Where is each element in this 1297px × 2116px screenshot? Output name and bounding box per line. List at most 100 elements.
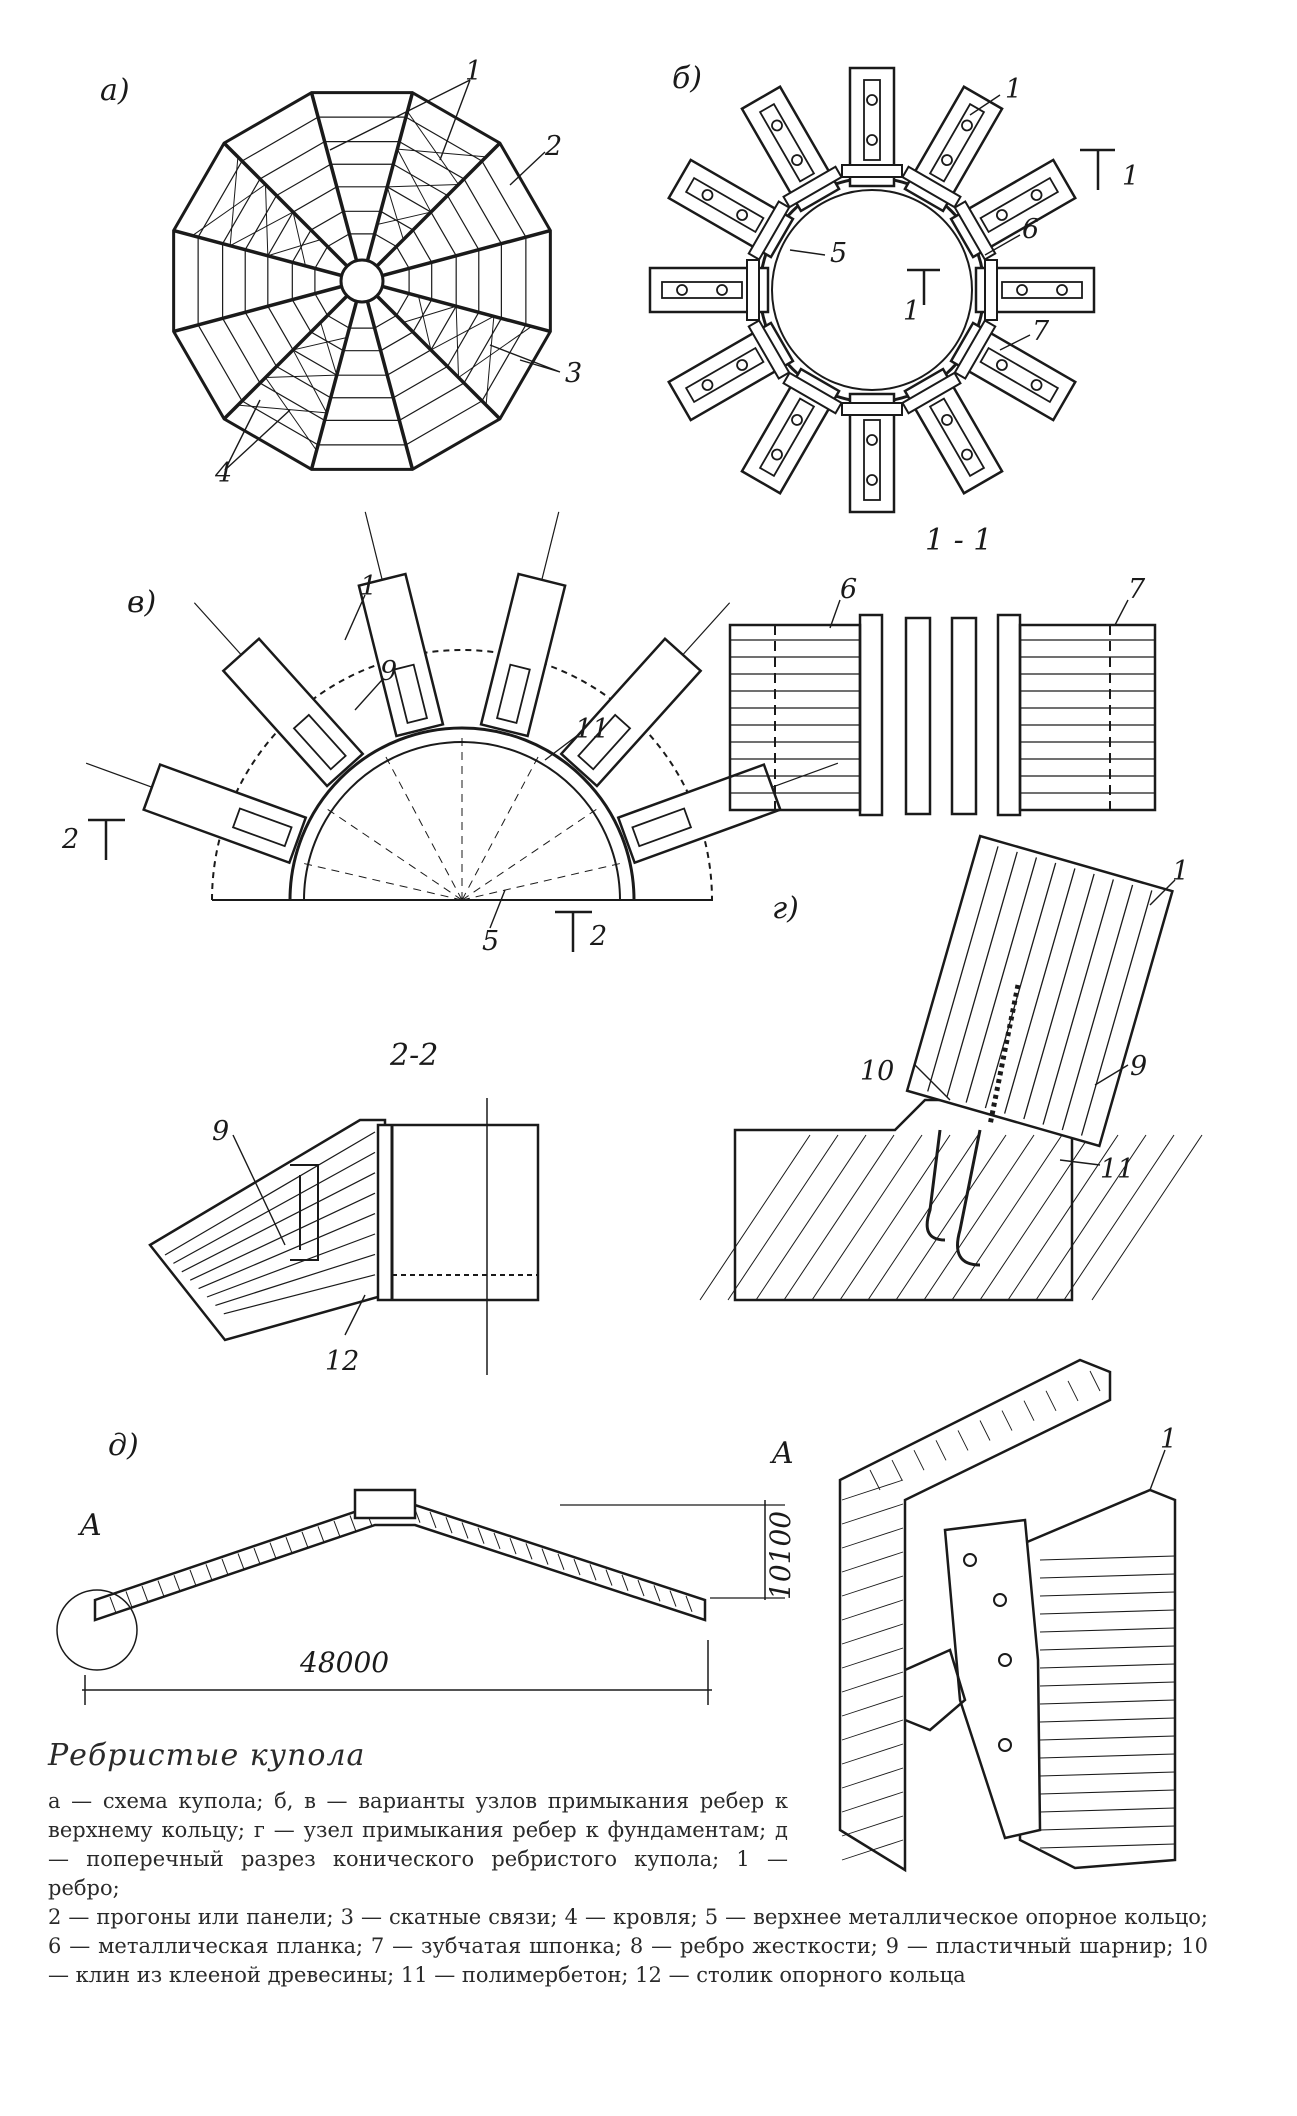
- dome-section-hatch: [349, 1515, 357, 1532]
- detail-a-bolt-1: [963, 1553, 977, 1567]
- caption-title: Ребристые купола: [48, 1738, 366, 1773]
- foundation-hatch-line: [923, 1134, 1035, 1301]
- section22-lam: [189, 1192, 376, 1281]
- leader-2-a: [509, 151, 546, 186]
- ring-rib-key: [782, 165, 843, 209]
- dome-brace: [264, 184, 269, 256]
- dome-brace: [387, 183, 459, 188]
- detail-a-circle: [56, 1589, 138, 1671]
- dome-section-hatch: [269, 1542, 277, 1559]
- detail-a-hatch-line: [841, 1551, 904, 1573]
- ring-rib: [667, 158, 795, 261]
- label-4-a: 4: [214, 458, 232, 489]
- ring-rib-key: [782, 371, 843, 415]
- panel-label-g: г): [772, 891, 799, 926]
- section11-ring-1: [904, 616, 932, 816]
- dome-rib: [360, 280, 415, 470]
- ring-rib-bolt: [1056, 284, 1068, 296]
- dome-brace: [237, 404, 327, 414]
- ring-rib-bar: [974, 266, 1096, 314]
- ring-rib-bolt: [1030, 379, 1043, 391]
- leader-1-v: [344, 594, 366, 641]
- dome-brace: [292, 349, 328, 414]
- dome-brace: [229, 156, 239, 246]
- dome-section-hatch: [125, 1591, 133, 1608]
- detail-a-rib-lam: [1039, 1645, 1176, 1651]
- ring-rib-bolt: [736, 359, 748, 371]
- ring-rib-bolt: [771, 448, 783, 461]
- cut-label-2-right: 2: [589, 921, 607, 952]
- ring-rib: [949, 319, 1077, 422]
- leader-7-b: [999, 334, 1031, 351]
- detail-a-hatch-line: [841, 1575, 904, 1597]
- ring-rib-plate: [928, 397, 986, 478]
- half-ring-rib-bar: [142, 762, 308, 865]
- ring-rib-plate: [863, 419, 881, 501]
- detail-a-rib-lam: [1039, 1555, 1176, 1561]
- dome-rib: [360, 141, 502, 283]
- dome-brace: [386, 186, 404, 240]
- rib-g-lam: [965, 857, 1038, 1103]
- dome-brace: [397, 148, 487, 158]
- half-ring-rib: [616, 762, 839, 865]
- leader-11-g: [1059, 1159, 1101, 1166]
- label-6-b: 6: [1022, 214, 1039, 245]
- half-ring-rib: [479, 511, 567, 738]
- half-ring-rib-bar: [559, 636, 703, 788]
- dome-brace: [265, 374, 337, 379]
- ring-rib-plate: [863, 79, 881, 161]
- detail-a-hatch-line: [841, 1479, 904, 1501]
- half-ring-rib-axis: [193, 602, 242, 656]
- detail-a-hatch-line: [841, 1695, 904, 1717]
- dome-brace: [292, 337, 347, 351]
- ring-rib-key: [746, 259, 760, 321]
- foundation-hatch-line: [867, 1134, 979, 1301]
- dome-section-hatch: [653, 1585, 661, 1602]
- section22-lam: [164, 1131, 376, 1256]
- rib-g-lam: [1003, 868, 1076, 1114]
- leader-1-g: [1149, 879, 1176, 906]
- half-ring-rib-axis: [364, 511, 383, 580]
- ring-rib-bolt: [866, 134, 878, 146]
- ring-rib: [901, 367, 1004, 495]
- dome-section-hatch: [301, 1531, 309, 1548]
- ring-inner: [771, 189, 973, 391]
- ring-rib-key: [901, 371, 962, 415]
- label-1-v: 1: [360, 571, 377, 602]
- ring-rib: [841, 392, 903, 514]
- section22-rib: [148, 1118, 387, 1342]
- detail-a-plate: [943, 1518, 1042, 1840]
- detail-a-hatch-line: [841, 1839, 904, 1861]
- detail-a-rib-lam: [1039, 1699, 1176, 1705]
- ring-rib: [901, 85, 1004, 213]
- section-title-1-1: 1 - 1: [925, 523, 992, 558]
- dome-section-hatch: [317, 1526, 325, 1543]
- leader-5-b: [789, 249, 826, 256]
- detail-a-rib-lam: [1039, 1717, 1176, 1723]
- label-5-b: 5: [830, 238, 847, 269]
- half-ring-rib-axis: [682, 602, 731, 656]
- label-5-v: 5: [482, 926, 499, 957]
- dome-section-hatch: [605, 1569, 613, 1586]
- anchor-hooks: [925, 1129, 982, 1267]
- leader-6-11: [829, 599, 841, 629]
- half-ring-ray: [461, 754, 540, 901]
- detail-a-rib-lam: [1039, 1789, 1176, 1795]
- dome-section-hatch: [189, 1569, 197, 1586]
- detail-a-bolt-3: [998, 1653, 1012, 1667]
- panel-b-top-ring-node: [648, 66, 1115, 514]
- ring-rib-key: [747, 200, 791, 261]
- section22-hinge: [290, 1164, 319, 1261]
- ring-rib-plate: [928, 102, 986, 183]
- section22-lamination: [164, 1131, 376, 1315]
- ring-rib: [974, 259, 1096, 321]
- label-10-g: 10: [860, 1056, 894, 1087]
- label-11-g: 11: [1100, 1154, 1134, 1185]
- section22-lam: [215, 1253, 376, 1306]
- ring-outer: [758, 176, 986, 404]
- ring-rib-key: [953, 200, 997, 261]
- detail-a-rib-lamination: [1039, 1555, 1176, 1849]
- half-ring-rib-bar: [479, 572, 567, 738]
- ring-rib-key: [901, 165, 962, 209]
- dome-section-top-ring: [353, 1488, 417, 1520]
